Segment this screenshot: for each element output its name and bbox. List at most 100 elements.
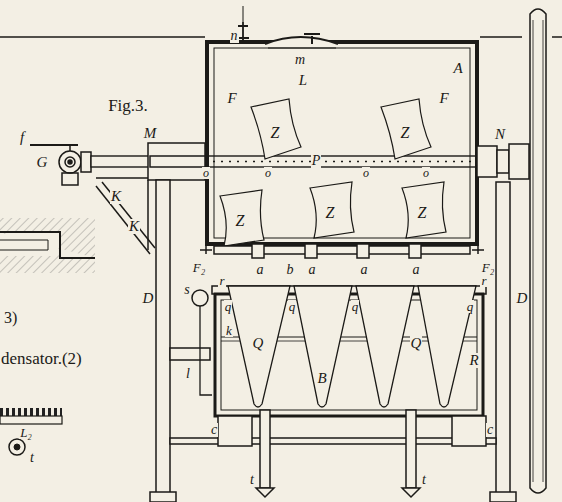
flywheel (533, 20, 534, 482)
part-letter: L₂ (19, 426, 33, 439)
tank-foot (218, 416, 252, 446)
gear-rack (0, 416, 62, 424)
part-letter: t (29, 451, 35, 465)
part-letter: o (422, 167, 430, 179)
pipe-valve (69, 145, 71, 151)
part-letter: 3) (3, 310, 18, 326)
part-letter: t (249, 473, 255, 487)
part-letter: Fig.3. (107, 97, 149, 114)
part-letter: f (19, 130, 25, 145)
tank-foot (256, 488, 274, 497)
outlet-pipe (357, 244, 369, 258)
flywheel (530, 9, 546, 493)
part-letter: D (142, 291, 155, 306)
shaft (91, 156, 511, 167)
tank-foot (218, 410, 486, 497)
pipe-valve (81, 152, 91, 172)
pipe-valve (62, 173, 78, 185)
part-letter: c (486, 423, 494, 437)
ground-trough (0, 218, 95, 273)
hub (477, 144, 529, 179)
pipe-valve (65, 157, 75, 167)
part-letter: b (286, 263, 295, 277)
part-letter: K (110, 189, 122, 204)
part-letter: B (316, 371, 327, 386)
part-letter: Q (252, 336, 265, 351)
pipe-valve (68, 160, 72, 164)
pipe-valve (30, 145, 91, 185)
filter-bag (418, 286, 476, 407)
part-letter: t (421, 473, 427, 487)
part-letter: r (218, 274, 225, 287)
part-letter: q (224, 300, 233, 313)
part-letter: A (452, 61, 463, 76)
part-letter: q (288, 300, 297, 313)
bearing-bracket (96, 177, 148, 179)
part-letter: o (264, 167, 272, 179)
frame-rule (0, 37, 562, 38)
part-letter: P (311, 154, 322, 168)
part-letter: Z (325, 205, 336, 221)
outlet-pipe (472, 244, 484, 254)
tank-foot (406, 410, 416, 488)
part-letter: l (185, 367, 191, 381)
filter-bag (228, 286, 290, 407)
outlet-pipe (305, 244, 317, 258)
hub (477, 146, 497, 177)
outlet-pipe (200, 244, 484, 258)
part-letter: o (362, 167, 370, 179)
drum-housing (265, 37, 338, 44)
part-letter: c (210, 423, 218, 437)
flywheel (543, 20, 544, 482)
pillar (150, 180, 516, 502)
drum-housing (237, 22, 249, 42)
part-letter: K (128, 219, 140, 234)
bearing-bracket (150, 156, 205, 167)
part-letter: r (480, 274, 487, 287)
drum-housing (304, 34, 320, 44)
tank (192, 290, 208, 306)
outlet-pipe (409, 244, 421, 258)
tank-foot (402, 488, 420, 497)
part-letter: s (183, 283, 190, 297)
part-letter: a (412, 263, 421, 277)
part-letter: Z (417, 205, 428, 221)
part-letter: N (494, 127, 506, 142)
ground-trough (0, 240, 48, 250)
bearing-bracket (148, 143, 205, 180)
part-letter: F₂ (192, 261, 206, 274)
pipe-valve (30, 144, 78, 146)
tank (200, 306, 212, 395)
pillar (156, 180, 170, 500)
ground-trough (0, 218, 95, 273)
bearing-bracket (96, 143, 205, 254)
ground-trough (0, 234, 58, 256)
part-letter: densator.(2) (0, 350, 83, 367)
paddle (381, 99, 431, 159)
gear-rack (0, 408, 62, 455)
filter-bag (228, 286, 476, 407)
part-letter: q (466, 300, 475, 313)
part-letter: a (360, 263, 369, 277)
gear-rack (0, 408, 62, 416)
paddle (251, 99, 301, 159)
part-letter: o (202, 167, 210, 179)
shaft (91, 156, 511, 167)
drum-housing (268, 48, 336, 49)
part-letter: L (298, 73, 308, 88)
tank-foot (452, 416, 486, 446)
part-letter: m (294, 53, 306, 67)
hub (497, 150, 509, 173)
part-letter: F (226, 91, 237, 106)
hub (509, 144, 529, 179)
frame-rule (0, 36, 205, 38)
part-letter: D (516, 291, 529, 306)
pillar (490, 492, 516, 502)
tank (192, 286, 486, 416)
paddle (220, 190, 264, 246)
outlet-pipe (200, 244, 212, 254)
part-letter: q (351, 300, 360, 313)
part-letter: Z (270, 125, 281, 141)
